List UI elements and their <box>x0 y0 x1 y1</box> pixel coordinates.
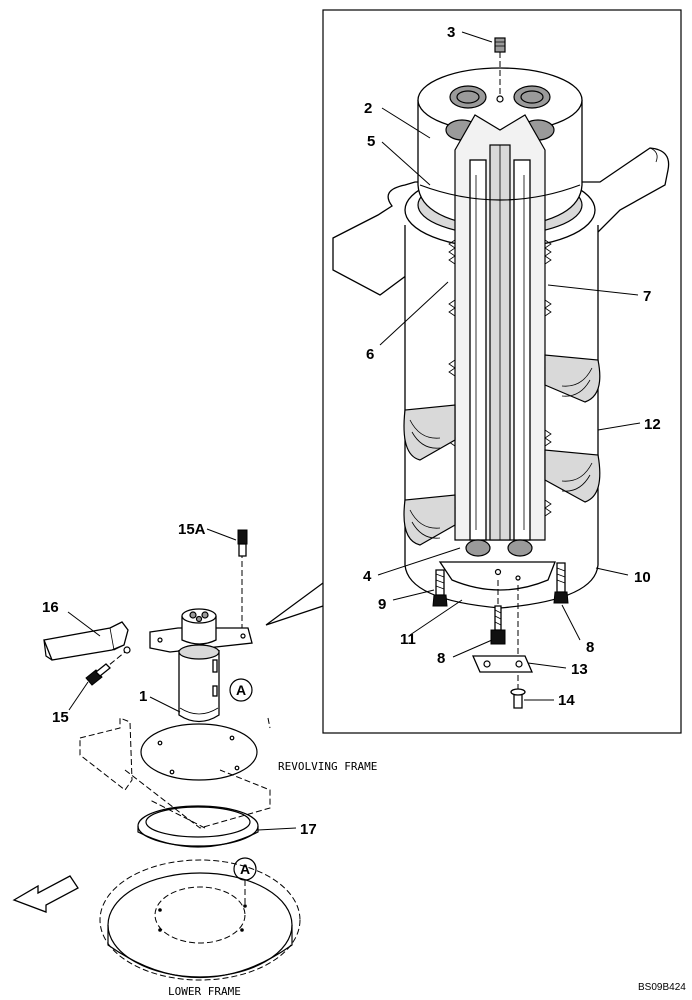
callout-7: 7 <box>643 288 651 305</box>
callout-8-right: 8 <box>586 639 594 656</box>
plug-3 <box>494 37 506 53</box>
callout-17: 17 <box>300 821 317 838</box>
callout-14: 14 <box>558 692 575 709</box>
seal-ring <box>137 805 259 848</box>
callout-5: 5 <box>367 133 375 150</box>
revolving-frame <box>79 717 271 829</box>
svg-text:A: A <box>240 861 250 877</box>
callout-6: 6 <box>366 346 374 363</box>
overview-leaders <box>67 528 297 831</box>
callout-10: 10 <box>634 569 651 586</box>
callout-4: 4 <box>363 568 372 585</box>
reference-mark-lower: A <box>233 857 257 881</box>
callout-15: 15 <box>52 709 69 726</box>
revolving-frame-caption: REVOLVING FRAME <box>278 760 377 773</box>
callout-16: 16 <box>42 599 59 616</box>
bottom-cover <box>438 561 556 591</box>
lower-frame-caption: LOWER FRAME <box>168 985 241 998</box>
callout-3: 3 <box>447 24 455 41</box>
detail-view-frame <box>265 9 682 734</box>
swivel-joint-overview <box>43 529 253 723</box>
screw-14 <box>510 688 526 696</box>
callout-12: 12 <box>644 416 661 433</box>
callout-9: 9 <box>378 596 386 613</box>
front-direction-arrow-icon <box>12 875 79 913</box>
callout-1: 1 <box>139 688 147 705</box>
bracket-16 <box>43 621 129 661</box>
figure-code: BS09B424 <box>638 982 686 993</box>
callout-2: 2 <box>364 100 372 117</box>
callout-11: 11 <box>400 631 416 648</box>
callout-13: 13 <box>571 661 588 678</box>
svg-text:A: A <box>236 682 246 698</box>
bolt-8-lower <box>490 629 506 645</box>
leader-lines <box>377 31 641 701</box>
lock-plate <box>472 655 533 673</box>
swivel-joint-detail <box>332 37 670 709</box>
callout-numbers: 3 2 5 6 7 12 10 4 9 11 8 8 13 14 15A 16 … <box>42 24 661 838</box>
callout-8-lower: 8 <box>437 650 445 667</box>
reference-mark-upper: A <box>229 678 253 702</box>
lower-frame <box>99 859 301 981</box>
callout-15a: 15A <box>178 521 206 538</box>
